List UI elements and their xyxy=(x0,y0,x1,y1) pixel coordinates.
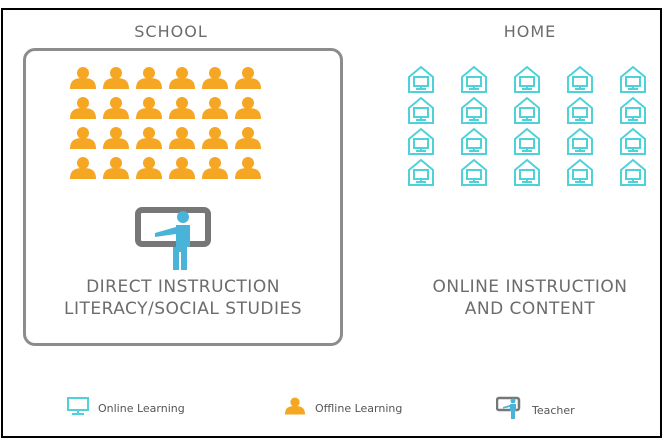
home-caption-line2: AND CONTENT xyxy=(464,299,596,319)
home-computer-icon xyxy=(606,125,659,156)
student-icon xyxy=(231,123,264,153)
student-icon xyxy=(165,63,198,93)
student-grid xyxy=(66,63,264,183)
home-caption: ONLINE INSTRUCTION AND CONTENT xyxy=(400,276,660,320)
home-computer-icon xyxy=(394,156,447,187)
student-icon xyxy=(66,63,99,93)
home-computer-icon xyxy=(447,156,500,187)
home-computer-icon xyxy=(606,63,659,94)
home-computer-icon xyxy=(500,125,553,156)
legend-teacher: Teacher xyxy=(495,396,575,424)
student-icon xyxy=(198,93,231,123)
student-icon xyxy=(165,123,198,153)
teacher-icon xyxy=(135,207,215,277)
home-computer-icon xyxy=(447,94,500,125)
student-icon xyxy=(66,93,99,123)
home-computer-icon xyxy=(394,125,447,156)
legend-online: Online Learning xyxy=(66,396,185,420)
home-computer-icon xyxy=(553,125,606,156)
home-caption-line1: ONLINE INSTRUCTION xyxy=(432,277,628,297)
legend-online-label: Online Learning xyxy=(98,401,185,415)
school-caption-line1: DIRECT INSTRUCTION xyxy=(86,277,280,297)
school-caption-line2: LITERACY/SOCIAL STUDIES xyxy=(63,299,303,319)
student-icon xyxy=(99,153,132,183)
home-computer-icon xyxy=(500,156,553,187)
school-panel xyxy=(23,48,343,346)
home-computer-icon xyxy=(394,94,447,125)
student-icon xyxy=(99,93,132,123)
student-icon xyxy=(231,63,264,93)
student-icon xyxy=(132,93,165,123)
home-computer-icon xyxy=(553,94,606,125)
home-header: HOME xyxy=(503,22,557,41)
home-computer-icon xyxy=(394,63,447,94)
home-computer-icon xyxy=(553,63,606,94)
legend-teacher-label: Teacher xyxy=(532,403,575,417)
student-icon xyxy=(99,63,132,93)
student-icon xyxy=(66,153,99,183)
student-icon xyxy=(231,93,264,123)
student-icon xyxy=(283,396,307,420)
home-computer-icon xyxy=(500,94,553,125)
home-grid xyxy=(394,63,659,187)
home-computer-icon xyxy=(447,125,500,156)
home-computer-icon xyxy=(606,156,659,187)
computer-icon xyxy=(66,396,90,420)
teacher-icon xyxy=(495,396,524,424)
school-caption: DIRECT INSTRUCTION LITERACY/SOCIAL STUDI… xyxy=(26,276,340,320)
student-icon xyxy=(231,153,264,183)
home-computer-icon xyxy=(606,94,659,125)
student-icon xyxy=(99,123,132,153)
student-icon xyxy=(198,123,231,153)
student-icon xyxy=(165,93,198,123)
home-computer-icon xyxy=(447,63,500,94)
student-icon xyxy=(198,63,231,93)
student-icon xyxy=(132,123,165,153)
legend-offline: Offline Learning xyxy=(283,396,402,420)
student-icon xyxy=(132,153,165,183)
student-icon xyxy=(66,123,99,153)
legend-offline-label: Offline Learning xyxy=(315,401,403,415)
home-computer-icon xyxy=(500,63,553,94)
student-icon xyxy=(132,63,165,93)
school-header: SCHOOL xyxy=(134,22,208,41)
student-icon xyxy=(198,153,231,183)
home-computer-icon xyxy=(553,156,606,187)
student-icon xyxy=(165,153,198,183)
